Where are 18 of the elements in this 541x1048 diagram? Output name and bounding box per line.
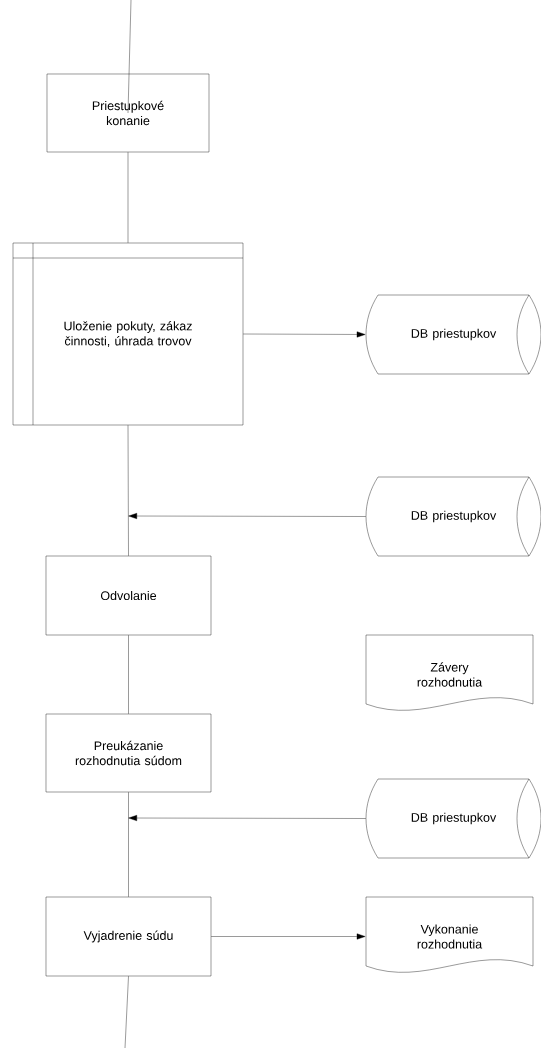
connector-line xyxy=(124,976,129,1048)
database-cylinder: DB priestupkov xyxy=(365,778,541,859)
process-box: Preukázanie rozhodnutia súdom xyxy=(45,713,212,793)
connector-line xyxy=(128,635,129,714)
arrow xyxy=(211,933,366,940)
arrow xyxy=(128,513,366,519)
arrow xyxy=(128,815,366,821)
predefined-process-box: Uloženie pokuty, zákaz činnosti, úhrada trovov xyxy=(12,242,244,426)
connector-line xyxy=(127,152,129,243)
arrow xyxy=(243,331,366,338)
process-box: Odvolanie xyxy=(45,555,212,636)
connector-line xyxy=(127,425,129,556)
connector-line xyxy=(127,0,132,114)
process-box: Priestupkové konanie xyxy=(46,73,210,153)
database-cylinder: DB priestupkov xyxy=(365,476,541,557)
process-box: Vyjadrenie súdu xyxy=(45,896,212,977)
database-cylinder: DB priestupkov xyxy=(365,294,541,375)
connector-line xyxy=(128,792,129,897)
